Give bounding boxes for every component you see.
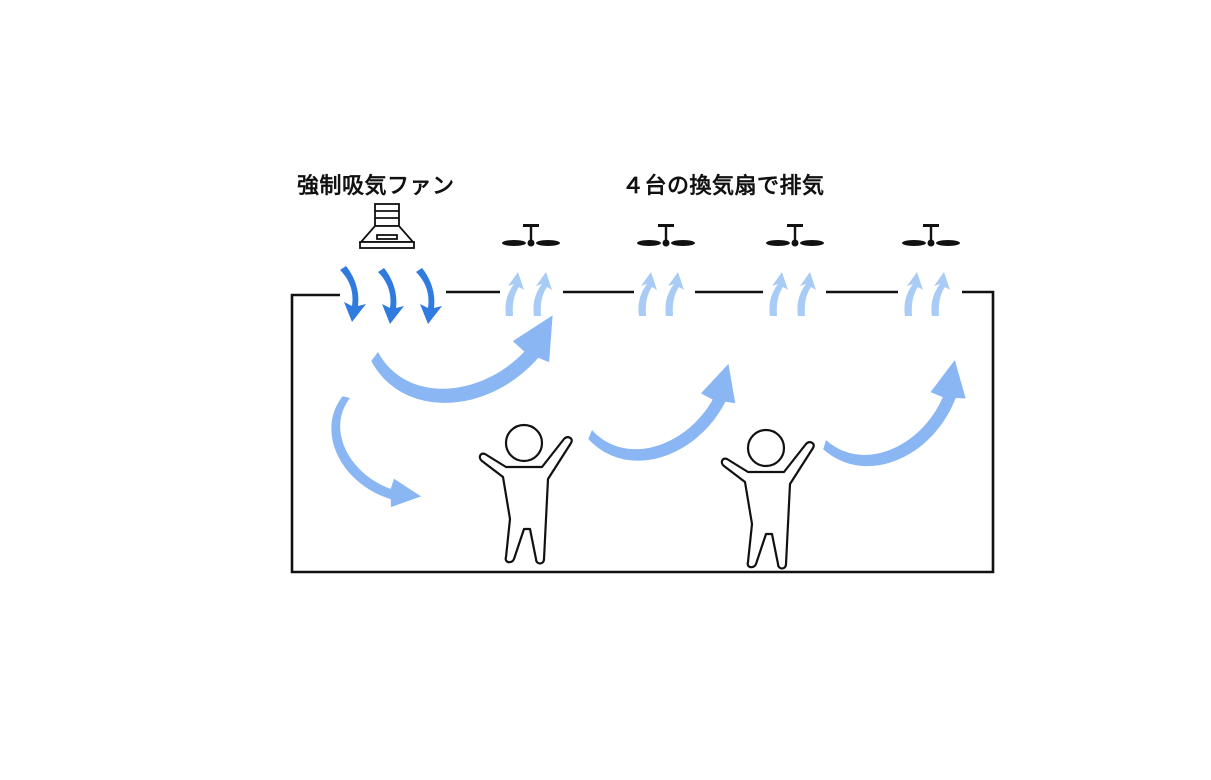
intake-arrows [340, 266, 442, 324]
ceiling-fan-icon [766, 224, 824, 247]
room-outline [290, 290, 995, 574]
exhaust-arrow [931, 272, 950, 316]
intake-arrow [378, 268, 404, 324]
exhaust-arrow [904, 272, 923, 316]
exhaust-arrow [533, 272, 552, 316]
exhaust-arrows [505, 272, 950, 316]
intake-arrow [340, 266, 366, 322]
exhaust-arrow [505, 272, 524, 316]
ceiling-fan-icon [902, 224, 960, 247]
person-icon [478, 423, 573, 565]
exhaust-arrow [797, 272, 816, 316]
airflow-arrows [312, 315, 984, 523]
ceiling-fan-icon [637, 224, 695, 247]
ceiling-fan-icon [502, 224, 560, 247]
person-icon [720, 428, 815, 570]
people [478, 423, 815, 570]
intake-fan-label: 強制吸気ファン [297, 174, 455, 199]
exhaust-fans [502, 224, 960, 247]
exhaust-arrow [665, 272, 684, 316]
airflow-arrow [368, 315, 563, 414]
airflow-arrow [815, 359, 984, 489]
exhaust-arrow [769, 272, 788, 316]
exhaust-fans-label: ４台の換気扇で排気 [622, 174, 825, 199]
range-hood-icon [359, 203, 415, 249]
intake-arrow [416, 268, 442, 324]
exhaust-arrow [638, 272, 657, 316]
airflow-arrow [312, 389, 422, 523]
